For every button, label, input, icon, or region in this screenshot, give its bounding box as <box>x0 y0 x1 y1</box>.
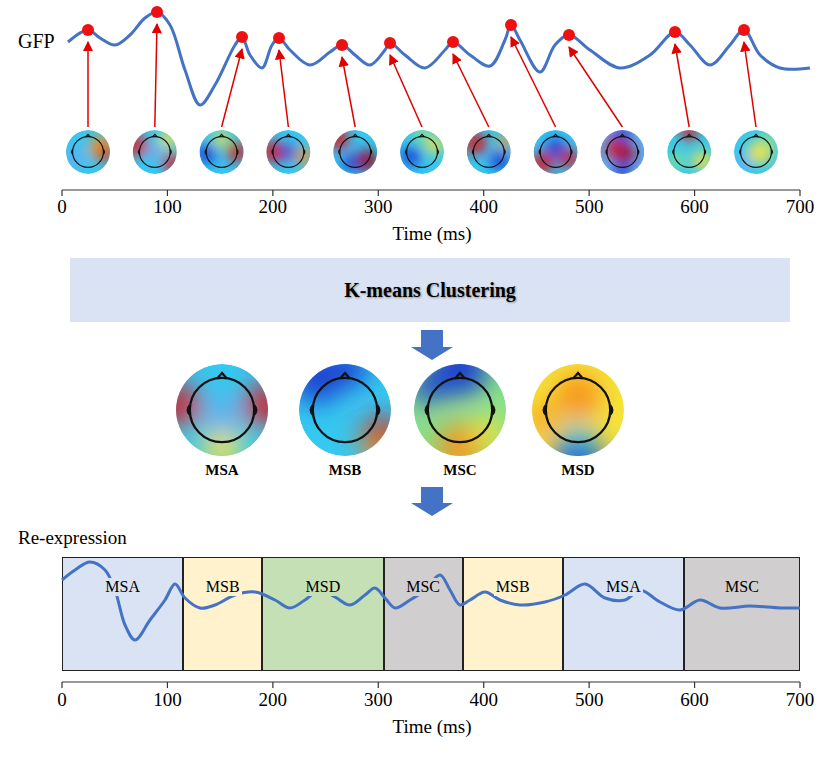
gfp-peak <box>82 24 94 36</box>
peak-arrow <box>390 55 422 127</box>
microstate-segment: MSC <box>384 557 463 671</box>
axis-title: Time (ms) <box>392 717 471 738</box>
tick-label: 0 <box>57 690 67 711</box>
gfp-peak <box>336 39 348 51</box>
microstate-map <box>292 350 402 465</box>
peak-arrow <box>511 37 556 127</box>
peak-arrow <box>279 50 288 127</box>
topomap <box>126 130 182 174</box>
row-title: Re-expression <box>18 528 127 549</box>
tick-label: 600 <box>680 197 709 218</box>
gfp-peak <box>384 37 396 49</box>
segment-label: MSA <box>604 578 643 596</box>
segment-label: MSD <box>304 578 343 596</box>
topomap <box>734 130 778 174</box>
microstate-segment: MSB <box>463 557 563 671</box>
topomap <box>465 130 514 174</box>
peak-arrow <box>222 49 242 127</box>
segment-label: MSC <box>723 578 761 596</box>
tick-label: 200 <box>259 197 288 218</box>
peak-arrow <box>744 42 756 127</box>
tick-label: 100 <box>153 690 182 711</box>
microstate-name: MSD <box>561 462 594 479</box>
segment-label: MSB <box>204 578 242 596</box>
signal-name: GFP <box>18 30 55 52</box>
gfp-peak <box>236 31 248 43</box>
tick-label: 600 <box>680 690 709 711</box>
peak-arrow <box>675 44 689 127</box>
gfp-peak <box>563 29 575 41</box>
tick-label: 0 <box>57 197 67 218</box>
tick-label: 200 <box>259 690 288 711</box>
microstate-segment: MSA <box>62 557 183 671</box>
microstate-map <box>412 341 506 470</box>
microstate-map <box>527 364 624 481</box>
peak-arrow <box>569 47 622 127</box>
tick-label: 700 <box>786 197 815 218</box>
gfp-peak <box>273 32 285 44</box>
method-band: K-means Clustering <box>70 258 790 322</box>
gfp-curve <box>68 12 810 105</box>
microstate-segment: MSB <box>183 557 262 671</box>
peak-arrow <box>342 57 355 127</box>
microstate-segment: MSA <box>563 557 684 671</box>
microstate-segment: MSC <box>684 557 800 671</box>
time-axis <box>62 682 800 688</box>
band-title: K-means Clustering <box>342 279 518 301</box>
time-axis <box>62 190 800 196</box>
topomap <box>531 130 578 174</box>
gfp-peak <box>151 6 163 18</box>
peak-arrow <box>87 42 89 127</box>
gfp-peak <box>738 24 750 36</box>
peak-arrow <box>155 24 157 127</box>
topomap <box>262 130 313 174</box>
microstate-segment: MSD <box>262 557 383 671</box>
topomap <box>400 126 444 174</box>
topomap <box>196 130 247 174</box>
tick-label: 400 <box>469 690 498 711</box>
block-arrow <box>411 330 453 360</box>
topomap <box>327 128 378 174</box>
gfp-peak <box>447 36 459 48</box>
tick-label: 300 <box>364 690 393 711</box>
block-arrow <box>411 487 453 516</box>
tick-label: 300 <box>364 197 393 218</box>
tick-label: 400 <box>469 197 498 218</box>
peak-arrow <box>453 54 489 127</box>
gfp-peak <box>669 26 681 38</box>
tick-label: 500 <box>575 197 604 218</box>
microstate-map <box>160 364 284 467</box>
axis-title: Time (ms) <box>392 224 471 245</box>
gfp-peak <box>505 19 517 31</box>
segment-label: MSA <box>103 578 142 596</box>
topomap <box>667 123 712 174</box>
microstate-name: MSA <box>205 462 238 479</box>
topomap <box>600 126 644 179</box>
segment-label: MSB <box>494 578 532 596</box>
segment-label: MSC <box>404 578 442 596</box>
tick-label: 500 <box>575 690 604 711</box>
microstate-name: MSB <box>329 462 362 479</box>
tick-label: 100 <box>153 197 182 218</box>
microstate-name: MSC <box>443 462 476 479</box>
tick-label: 700 <box>786 690 815 711</box>
topomap <box>64 130 114 174</box>
